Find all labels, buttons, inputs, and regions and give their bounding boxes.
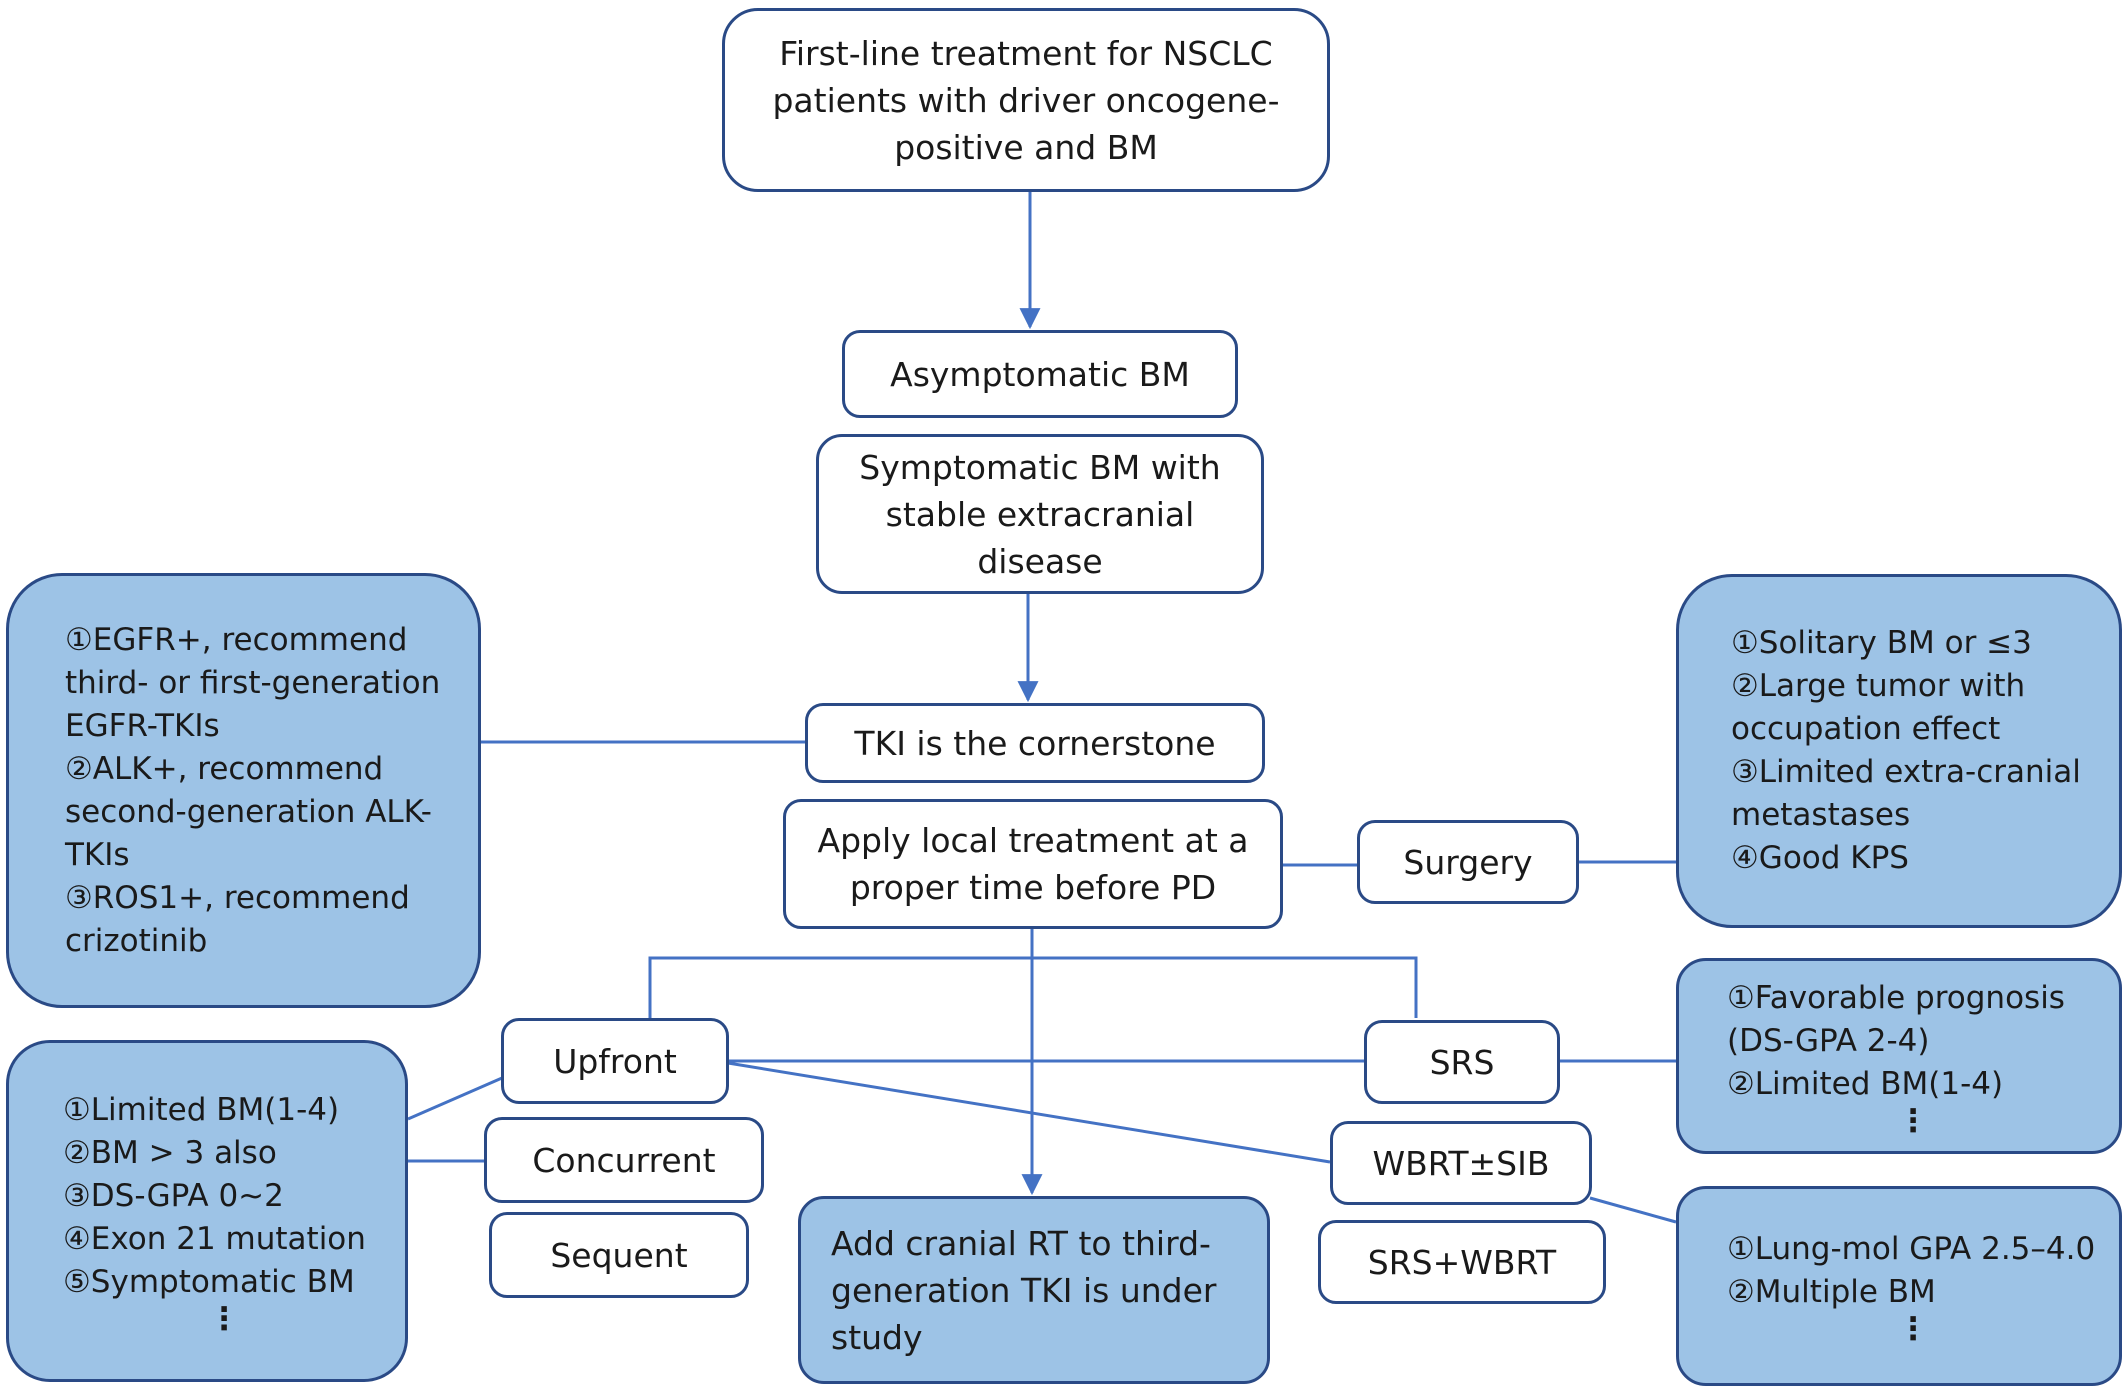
upfront-note-4: ④Exon 21 mutation: [63, 1220, 366, 1257]
srs-note-2: ②Limited BM(1-4): [1727, 1065, 2004, 1102]
surgery-notes-box: ①Solitary BM or ≤3 ②Large tumor with occ…: [1676, 574, 2122, 928]
upfront-note-2: ②BM > 3 also: [63, 1134, 277, 1171]
upfront-note-5: ⑤Symptomatic BM: [63, 1263, 355, 1300]
upfront-note-more: ⋮: [208, 1300, 240, 1337]
surgery-note-1: ①Solitary BM or ≤3: [1731, 625, 2032, 661]
line-split-upfront-srs: [648, 956, 1418, 1018]
surgery-note-3: ③Limited extra-cranial metastases: [1731, 754, 2081, 833]
upfront-note-1: ①Limited BM(1-4): [63, 1091, 340, 1128]
upfront-note-3: ③DS-GPA 0~2: [63, 1177, 284, 1214]
tki-note-egfr: ①EGFR+, recommend third- or first-genera…: [65, 621, 441, 744]
wbrt-notes-box: ①Lung-mol GPA 2.5–4.0 ②Multiple BM ⋮: [1676, 1186, 2122, 1386]
line-wbrt-to-notes: [1589, 1196, 1677, 1224]
wbrt-note-2: ②Multiple BM: [1727, 1274, 1936, 1310]
sequent-node: Sequent: [489, 1212, 749, 1298]
tki-notes-box: ①EGFR+, recommend third- or first-genera…: [6, 573, 481, 1008]
upfront-node: Upfront: [501, 1018, 729, 1104]
srs-node: SRS: [1364, 1020, 1560, 1104]
tki-note-alk: ②ALK+, recommend second-generation ALK-T…: [65, 750, 432, 873]
srs-notes-box: ①Favorable prognosis (DS-GPA 2-4) ②Limit…: [1676, 958, 2122, 1154]
asymptomatic-node: Asymptomatic BM: [842, 330, 1238, 418]
surgery-note-2: ②Large tumor with occupation effect: [1731, 668, 2026, 747]
wbrt-note-1: ①Lung-mol GPA 2.5–4.0: [1727, 1231, 2096, 1267]
symptomatic-node: Symptomatic BM with stable extracranial …: [816, 434, 1264, 594]
start-node: First-line treatment for NSCLC patients …: [722, 8, 1330, 192]
wbrt-note-more: ⋮: [1897, 1311, 1929, 1347]
tki-node: TKI is the cornerstone: [805, 703, 1265, 783]
surgery-note-4: ④Good KPS: [1731, 840, 1909, 876]
line-upfront-to-wbrt: [727, 1061, 1331, 1164]
line-upfront-notes-to-upfront: [407, 1076, 503, 1121]
surgery-node: Surgery: [1357, 820, 1579, 904]
srs-note-1: ①Favorable prognosis (DS-GPA 2-4): [1727, 979, 2065, 1059]
local-treatment-node: Apply local treatment at a proper time b…: [783, 799, 1283, 929]
cranial-rt-node: Add cranial RT to third-generation TKI i…: [798, 1196, 1270, 1384]
srs-note-more: ⋮: [1897, 1102, 1929, 1139]
upfront-notes-box: ①Limited BM(1-4) ②BM > 3 also ③DS-GPA 0~…: [6, 1040, 408, 1382]
srs-wbrt-node: SRS+WBRT: [1318, 1220, 1606, 1304]
wbrt-sib-node: WBRT±SIB: [1330, 1121, 1592, 1205]
tki-note-ros1: ③ROS1+, recommend crizotinib: [65, 879, 410, 959]
concurrent-node: Concurrent: [484, 1117, 764, 1203]
